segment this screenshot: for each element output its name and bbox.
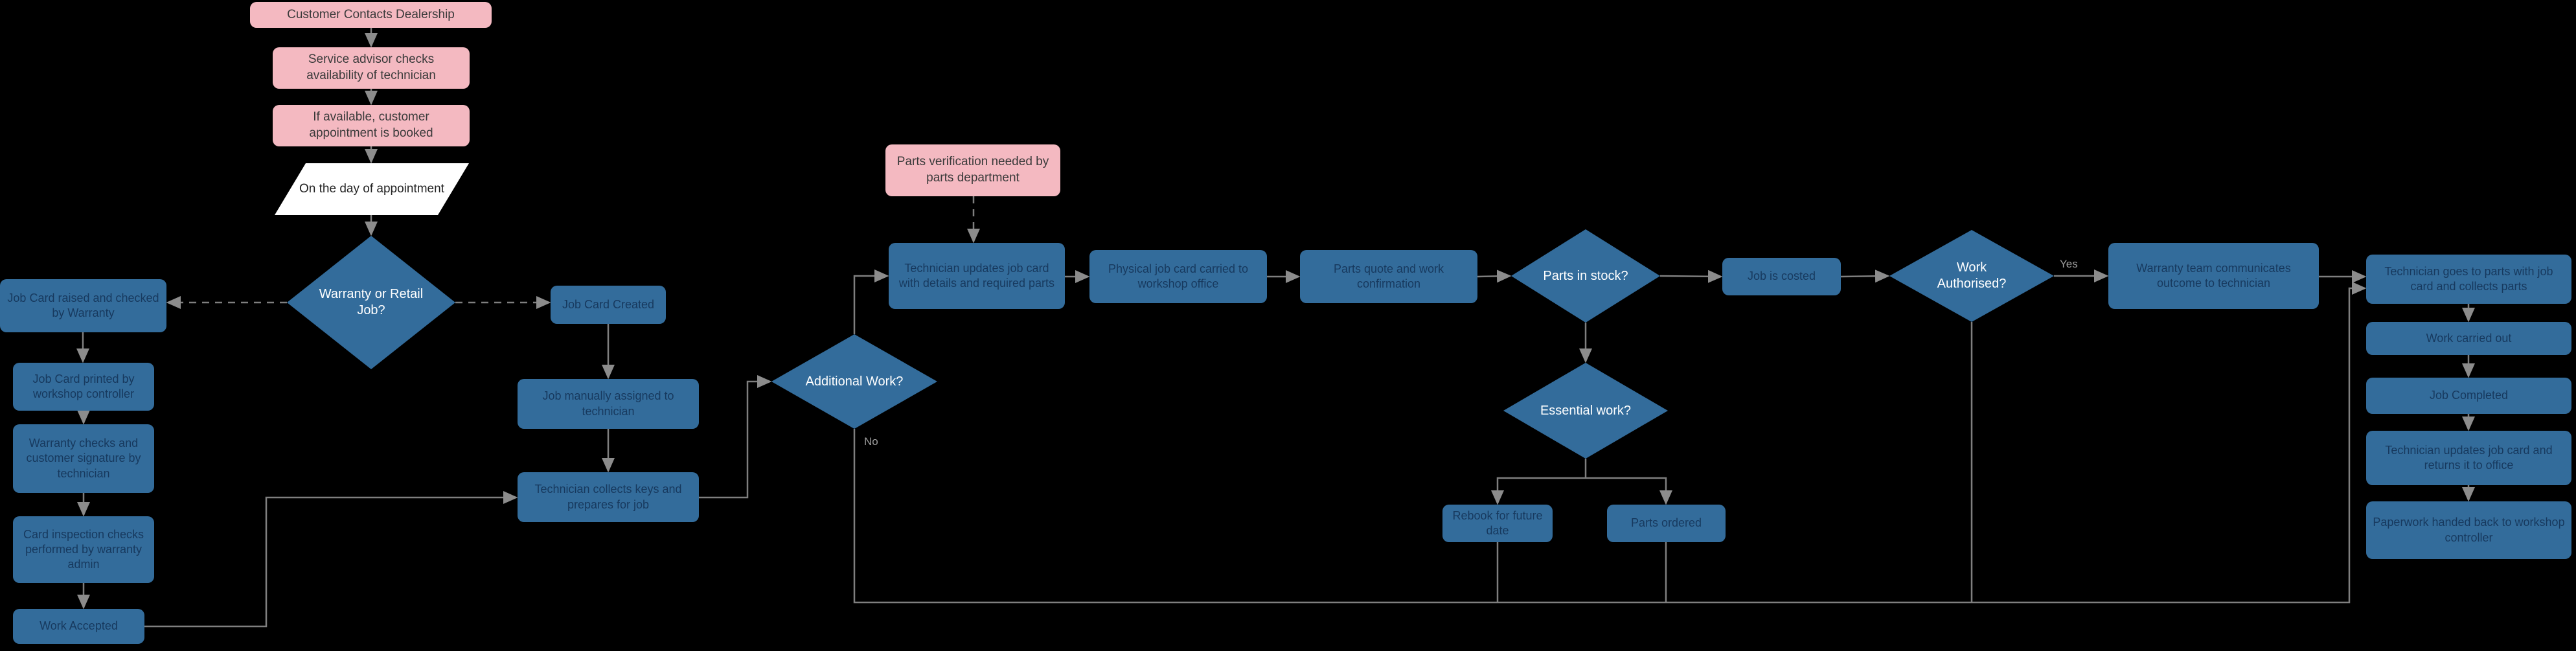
step-label: Card inspection checks performed by warr… — [23, 527, 144, 571]
step-label: Work carried out — [2426, 331, 2512, 345]
step-label: Technician goes to parts with job card a… — [2384, 264, 2553, 293]
step-label: Rebook for future date — [1452, 508, 1543, 537]
step-label: Parts quote and work confirmation — [1333, 262, 1444, 290]
step-outcome-communicated: Warranty team communicates outcome to te… — [2108, 243, 2319, 309]
step-card-raised-warranty: Job Card raised and checked by Warranty — [0, 279, 166, 332]
decision-label: Additional Work? — [805, 374, 904, 389]
step-label: Warranty team communicates outcome to te… — [2136, 261, 2291, 290]
step-work-carried-out: Work carried out — [2366, 322, 2571, 355]
step-label: Parts ordered — [1630, 516, 1702, 530]
step-label: Job Card raised and checked by Warranty — [7, 291, 159, 319]
step-job-assigned: Job manually assigned to technician — [518, 379, 699, 429]
step-job-completed: Job Completed — [2366, 378, 2571, 414]
step-label: Service advisor checks availability of t… — [306, 52, 436, 82]
edge-accepted-prepares — [144, 491, 518, 628]
step-updates-job-card: Technician updates job card with details… — [889, 243, 1065, 309]
step-returns-card: Technician updates job card and returns … — [2366, 431, 2571, 485]
step-job-card-created: Job Card Created — [551, 286, 666, 324]
step-label: Job Card Created — [562, 297, 655, 311]
decision-label: Work Authorised? — [1937, 260, 2007, 291]
edge-essential-rebook — [1491, 477, 1586, 505]
edge-additional-updates — [853, 269, 889, 334]
decision-label: Parts in stock? — [1543, 268, 1628, 283]
step-label: Physical job card carried to workshop of… — [1108, 262, 1249, 290]
step-label: Technician collects keys and prepares fo… — [534, 483, 682, 511]
edge-prepares-additional — [699, 375, 772, 499]
step-paperwork-back: Paperwork handed back to workshop contro… — [2366, 501, 2571, 559]
decision-label: Warranty or Retail Job? — [319, 287, 424, 317]
edge-essential-ordered — [1586, 477, 1672, 505]
edge-quote-stock — [1477, 269, 1512, 283]
edge-stock-costed — [1659, 269, 1723, 283]
step-job-costed: Job is costed — [1722, 258, 1841, 295]
step-parts-quote: Parts quote and work confirmation — [1300, 250, 1477, 303]
step-parts-verification: Parts verification needed by parts depar… — [885, 144, 1060, 196]
edge-label-yes: Yes — [2060, 258, 2078, 270]
step-work-accepted: Work Accepted — [13, 609, 144, 644]
step-label: Job manually assigned to technician — [542, 389, 674, 418]
step-label: Technician updates job card with details… — [898, 261, 1055, 290]
step-label: Job Card printed by workshop controller — [32, 372, 135, 400]
edge-costed-authorised — [1840, 269, 1890, 283]
step-label: Technician updates job card and returns … — [2385, 443, 2553, 472]
step-label: Job Completed — [2429, 389, 2509, 402]
step-warranty-checks-signature: Warranty checks and customer signature b… — [13, 424, 154, 493]
edge-label-no: No — [864, 435, 878, 448]
step-rebook: Rebook for future date — [1442, 505, 1553, 542]
step-card-printed: Job Card printed by workshop controller — [13, 363, 154, 411]
step-label: Customer Contacts Dealership — [287, 7, 455, 21]
step-day-of-appointment: On the day of appointment — [275, 163, 469, 215]
step-customer-contacts: Customer Contacts Dealership — [250, 2, 492, 28]
step-appointment-booked: If available, customer appointment is bo… — [273, 105, 470, 146]
step-advisor-checks: Service advisor checks availability of t… — [273, 47, 470, 89]
step-card-inspection: Card inspection checks performed by warr… — [13, 516, 154, 583]
step-label: Paperwork handed back to workshop contro… — [2373, 516, 2565, 544]
step-label: Job is costed — [1747, 269, 1816, 283]
step-label: Parts verification needed by parts depar… — [896, 155, 1049, 185]
step-label: If available, customer appointment is bo… — [309, 110, 433, 140]
step-card-to-office: Physical job card carried to workshop of… — [1089, 250, 1267, 303]
step-parts-ordered: Parts ordered — [1607, 505, 1726, 542]
step-technician-prepares: Technician collects keys and prepares fo… — [518, 472, 699, 522]
decision-label: Essential work? — [1540, 403, 1632, 418]
step-label: On the day of appointment — [299, 181, 444, 196]
edge-additional-no-collector — [853, 282, 2367, 604]
step-label: Work Accepted — [40, 619, 118, 633]
step-label: Warranty checks and customer signature b… — [26, 437, 141, 480]
step-collects-parts: Technician goes to parts with job card a… — [2366, 255, 2571, 304]
